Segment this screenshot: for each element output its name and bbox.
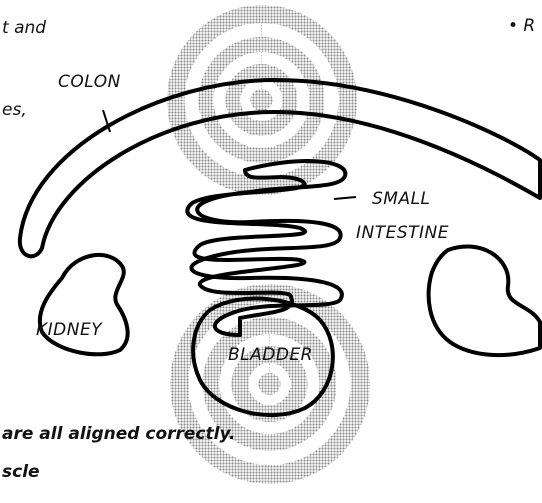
bottom-bold-text-fragment: are all aligned correctly. bbox=[2, 424, 235, 444]
bottom-partial-text-fragment: scle bbox=[2, 462, 40, 482]
bladder-label: BLADDER bbox=[228, 345, 313, 365]
small-intestine-label-line1: SMALL bbox=[372, 189, 431, 209]
small-intestine-label-line2: INTESTINE bbox=[356, 223, 449, 243]
top-right-text-fragment: • R bbox=[508, 16, 535, 36]
middle-left-text-fragment: es, bbox=[2, 100, 27, 120]
right-kidney-shape bbox=[429, 246, 540, 355]
small-intestine-pointer bbox=[334, 197, 356, 199]
top-left-text-fragment: t and bbox=[2, 18, 46, 38]
kidney-label: KIDNEY bbox=[36, 320, 103, 340]
colon-label: COLON bbox=[58, 72, 121, 92]
